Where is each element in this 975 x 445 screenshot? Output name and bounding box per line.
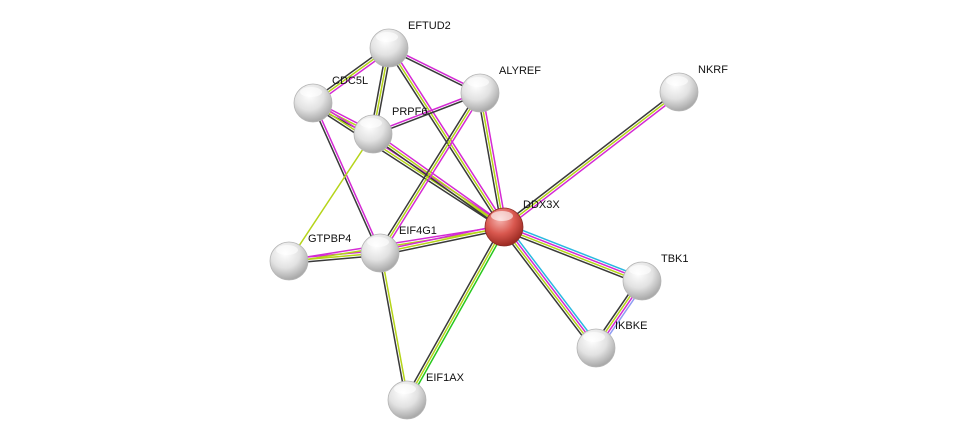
node-highlight — [360, 118, 382, 128]
evidence-line-black — [502, 89, 678, 226]
edge-eftud2-ddx3x[interactable] — [386, 46, 507, 229]
evidence-line-black — [311, 103, 380, 254]
node-highlight — [300, 87, 322, 97]
evidence-line-lime — [379, 226, 505, 254]
node-label-eif1ax[interactable]: EIF1AX — [426, 372, 464, 384]
evidence-line-black — [502, 229, 641, 286]
node-label-tbk1[interactable]: TBK1 — [661, 253, 689, 265]
evidence-line-cyan — [506, 224, 600, 347]
edge-ddx3x-tbk1[interactable] — [502, 222, 644, 286]
edge-prpf6-ddx3x[interactable] — [371, 131, 506, 230]
evidence-line-black — [380, 228, 505, 257]
evidence-line-lime — [288, 133, 374, 262]
node-label-eif4g1[interactable]: EIF4G1 — [399, 225, 437, 237]
edge-ddx3x-eif1ax[interactable] — [404, 225, 507, 402]
edge-cdc5l-eif4g1[interactable] — [311, 102, 382, 254]
edge-eif4g1-ddx3x[interactable] — [379, 223, 505, 257]
edge-nkrf-ddx3x[interactable] — [502, 89, 681, 230]
node-label-ddx3x[interactable]: DDX3X — [523, 199, 560, 211]
evidence-line-green — [408, 227, 507, 402]
node-highlight — [367, 237, 389, 247]
evidence-line-black — [404, 225, 503, 400]
evidence-line-magenta — [504, 225, 643, 281]
evidence-line-black — [377, 91, 479, 253]
edge-alyref-ddx3x[interactable] — [476, 92, 508, 228]
evidence-line-lime — [503, 227, 642, 283]
evidence-line-magenta — [379, 223, 504, 252]
node-label-alyref[interactable]: ALYREF — [499, 65, 541, 77]
evidence-line-lime — [502, 227, 596, 350]
evidence-line-lime — [380, 252, 409, 400]
node-label-cdc5l[interactable]: CDC5L — [332, 75, 369, 87]
evidence-line-black — [378, 253, 407, 401]
evidence-line-black — [500, 228, 594, 351]
node-highlight — [376, 32, 398, 42]
evidence-line-black — [311, 104, 504, 230]
node-label-nkrf[interactable]: NKRF — [698, 64, 728, 76]
edge-eif4g1-eif1ax[interactable] — [378, 252, 409, 401]
evidence-line-lime — [388, 47, 505, 228]
evidence-line-lime — [479, 92, 505, 228]
evidence-line-lime — [372, 133, 505, 228]
evidence-line-black — [386, 48, 503, 229]
node-highlight — [491, 211, 513, 221]
evidence-line-magenta — [390, 46, 507, 227]
evidence-line-cyan — [505, 222, 644, 279]
evidence-line-magenta — [381, 93, 483, 255]
evidence-line-magenta — [505, 93, 681, 230]
node-highlight — [583, 332, 605, 342]
node-highlight — [629, 265, 651, 275]
evidence-line-black — [371, 135, 504, 230]
edge-ddx3x-ikbke[interactable] — [500, 224, 600, 351]
evidence-line-magenta — [373, 131, 506, 226]
edge-prpf6-gtpbp4[interactable] — [288, 133, 374, 262]
evidence-line-black — [476, 93, 503, 228]
node-label-gtpbp4[interactable]: GTPBP4 — [308, 233, 352, 245]
node-label-prpf6[interactable]: PRPF6 — [392, 106, 428, 118]
evidence-line-lime — [503, 91, 680, 228]
evidence-line-lime — [379, 92, 481, 254]
node-label-eftud2[interactable]: EFTUD2 — [408, 20, 451, 32]
node-highlight — [467, 77, 489, 87]
node-highlight — [276, 245, 298, 255]
evidence-line-magenta — [481, 92, 508, 227]
evidence-line-lime — [406, 226, 505, 401]
edge-alyref-eif4g1[interactable] — [377, 91, 483, 255]
node-highlight — [666, 76, 688, 86]
evidence-line-magenta — [313, 102, 382, 253]
node-highlight — [394, 384, 416, 394]
evidence-line-magenta — [504, 225, 598, 348]
node-label-ikbke[interactable]: IKBKE — [615, 320, 648, 332]
evidence-line-lime — [312, 102, 505, 228]
